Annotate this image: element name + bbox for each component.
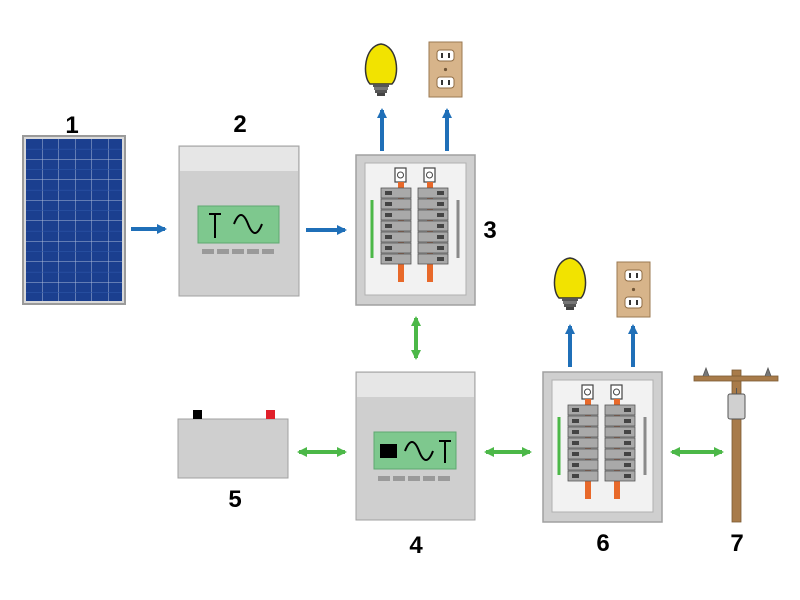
charge-controller-icon <box>178 145 300 297</box>
breaker-panel-icon <box>355 154 476 306</box>
inverter-icon <box>355 371 476 521</box>
label-solar-panel: 1 <box>65 112 78 139</box>
label-dc-panel: 3 <box>483 217 496 244</box>
solar-panel-icon <box>22 135 126 305</box>
label-battery: 5 <box>228 486 241 513</box>
outlet-icon <box>616 261 651 318</box>
label-utility-pole: 7 <box>730 530 743 557</box>
light-bulb-icon <box>364 43 398 96</box>
label-inverter: 4 <box>409 532 423 559</box>
label-charge-controller: 2 <box>233 111 246 138</box>
utility-pole-icon <box>693 366 779 523</box>
breaker-panel-icon <box>542 371 663 523</box>
label-ac-panel: 6 <box>596 530 609 557</box>
light-bulb-icon <box>553 257 587 310</box>
battery-icon <box>177 410 289 479</box>
outlet-icon <box>428 41 463 98</box>
